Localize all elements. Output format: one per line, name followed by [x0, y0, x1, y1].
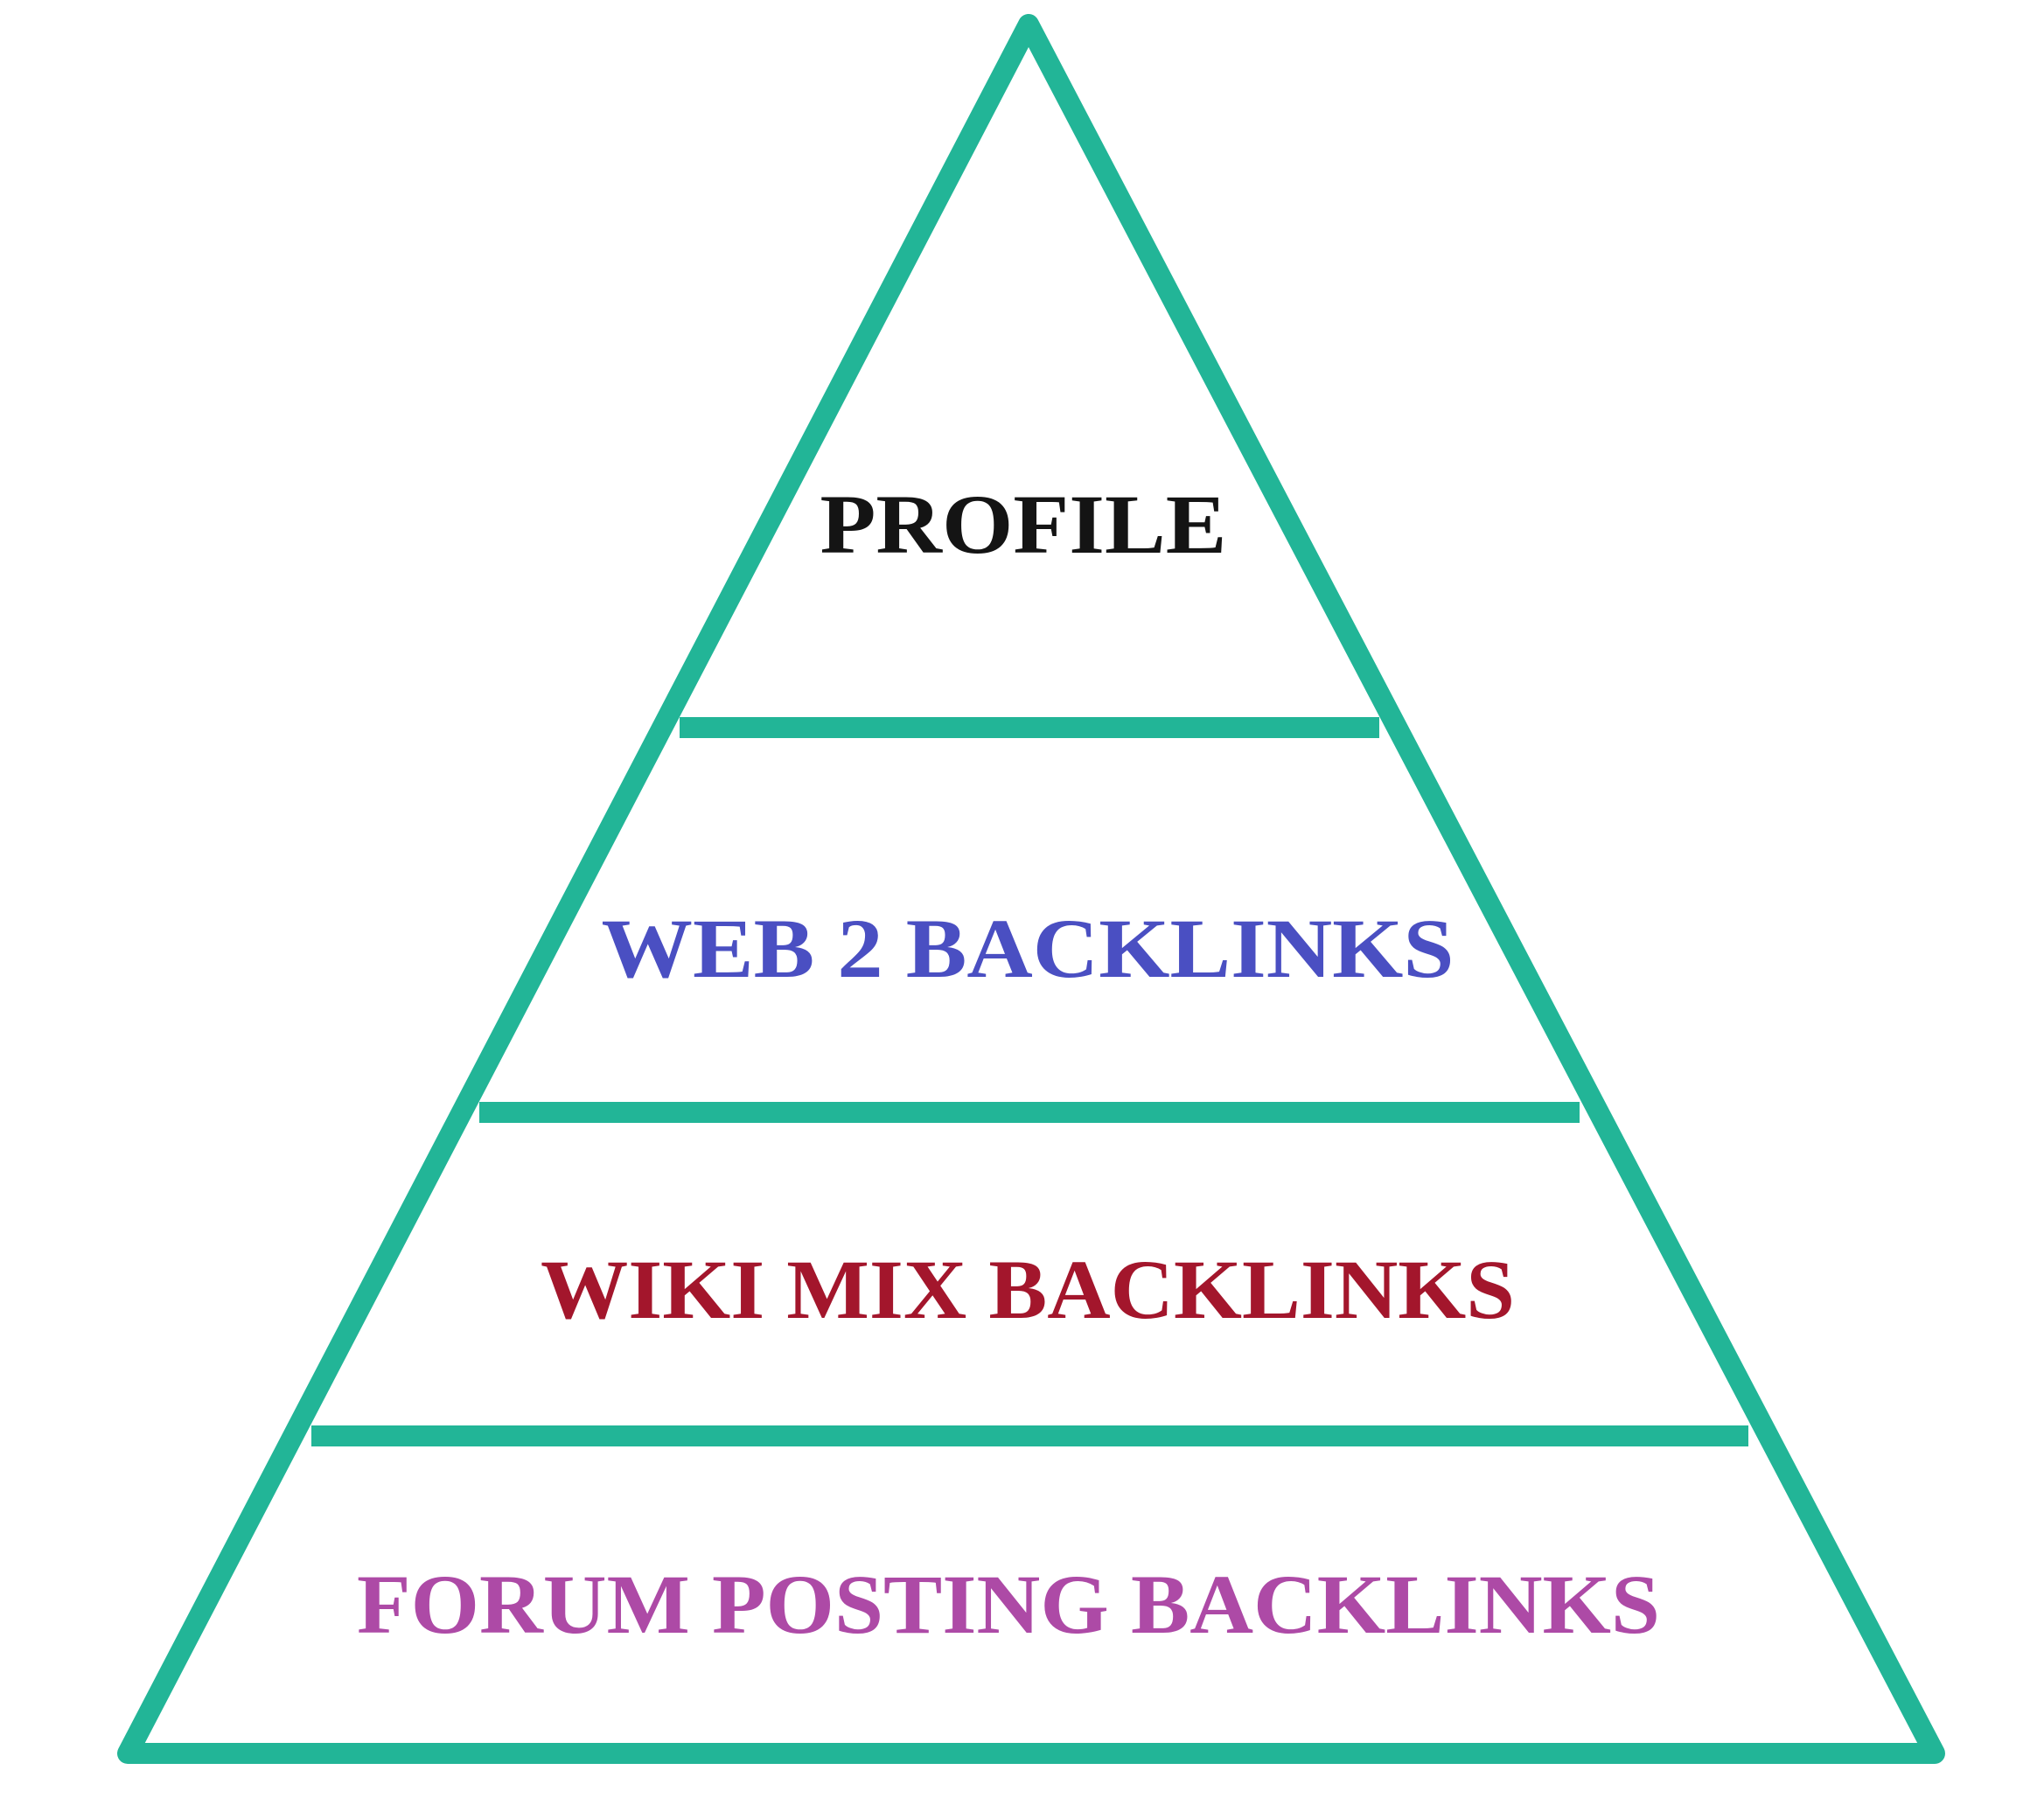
pyramid-outline [117, 14, 1945, 1764]
tier-label-web2-backlinks: WEB 2 BACKLINKS [602, 902, 1455, 995]
tier-label-forum-posting-backlinks: FORUM POSTING BACKLINKS [357, 1558, 1660, 1651]
tier-label-profile: PROFILE [820, 477, 1227, 571]
tier-label-wiki-mix-backlinks: WIKI MIX BACKLINKS [541, 1243, 1515, 1336]
